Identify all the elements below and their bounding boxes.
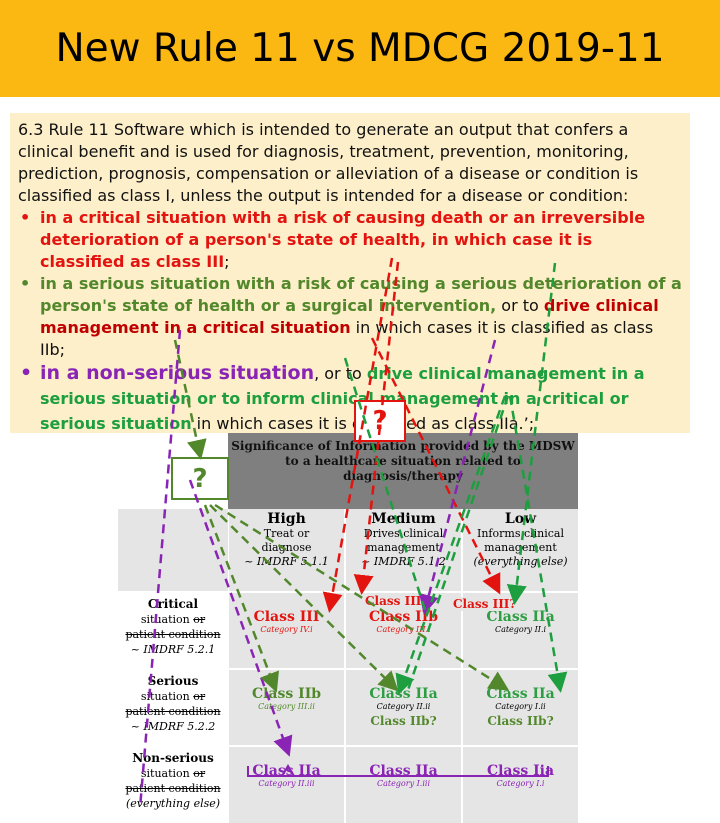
category-label: Category I.iii — [376, 779, 431, 788]
row-line-strike: or — [193, 690, 206, 703]
cell-non-serious-high: Class IIa Category II.iii — [229, 747, 344, 823]
class-label: Class IIa — [486, 609, 555, 625]
col-sub: diagnose — [261, 541, 312, 554]
category-label: Category I.i — [496, 779, 545, 788]
bullet-critical: • in a critical situation with a risk of … — [18, 207, 682, 273]
bullet-dot: • — [20, 274, 31, 293]
bullet-serious: •in a serious situation with a risk of c… — [18, 273, 682, 361]
cell-critical-high: Class III Category IV.i — [229, 593, 344, 668]
category-label: Category II.iii — [258, 779, 315, 788]
class-label: Class IIa — [369, 686, 438, 702]
class-label: Class IIa — [252, 763, 321, 779]
row-line-strike: or — [193, 613, 206, 626]
row-line-strike: patient condition — [125, 782, 221, 795]
class-iii-question-low: Class III? — [453, 597, 517, 611]
row-title: Serious — [147, 674, 199, 688]
title-bar: New Rule 11 vs MDCG 2019-11 — [0, 0, 720, 97]
row-ref: (everything else) — [125, 797, 221, 810]
category-label: Category IV.i — [260, 625, 313, 634]
bullet-non-serious: •in a non-serious situation, or to drive… — [18, 361, 682, 436]
bullet-serious-drive: drive clinical management in a critical … — [40, 296, 659, 337]
corner-cell — [118, 509, 228, 591]
page-title: New Rule 11 vs MDCG 2019-11 — [55, 26, 665, 71]
cell-non-serious-low: Class Iia Category I.i — [463, 747, 578, 823]
category-label: Category II.ii — [376, 702, 431, 711]
bullet-critical-text: in a critical situation with a risk of c… — [40, 208, 646, 271]
rule-text-box: 6.3 Rule 11 Software which is intended t… — [10, 113, 690, 433]
bullet-dot: • — [20, 208, 31, 227]
col-title: Low — [504, 511, 537, 527]
bullet-critical-rest: ; — [224, 252, 230, 271]
red-question-box: ? — [354, 400, 406, 442]
bullet-non-serious-mid: , or to — [314, 364, 367, 383]
col-ref: ~ IMDRF 5.1.1 — [244, 555, 329, 568]
table-header-text: Significance of Information provided by … — [231, 439, 575, 483]
cell-serious-medium: Class IIa Category II.ii Class IIb? — [346, 670, 461, 745]
cell-serious-high: Class IIb Category III.ii — [229, 670, 344, 745]
category-label: Category II.i — [494, 625, 547, 634]
class-question-label: Class IIb? — [370, 714, 437, 728]
green-question-mark: ? — [192, 463, 208, 494]
green-question-box: ? — [171, 457, 229, 500]
col-ref: ~ IMDRF 5.1.2 — [361, 555, 446, 568]
class-label: Class Iia — [486, 763, 555, 779]
row-head-non-serious: Non-serious situation or patient conditi… — [118, 747, 228, 823]
col-sub: management — [367, 541, 440, 554]
row-ref: ~ IMDRF 5.2.1 — [130, 643, 216, 656]
bullet-non-serious-text: in a non-serious situation — [40, 362, 315, 384]
row-title: Non-serious — [132, 751, 214, 765]
category-label: Category III.i — [376, 625, 431, 634]
col-title: High — [267, 511, 306, 527]
cell-serious-low: Class IIa Category I.ii Class IIb? — [463, 670, 578, 745]
row-ref: ~ IMDRF 5.2.2 — [130, 720, 216, 733]
col-head-low: Low Informs clinical management (everyth… — [463, 509, 578, 591]
class-label: Class IIa — [486, 686, 555, 702]
col-sub: Informs clinical — [477, 527, 564, 540]
row-line-strike: or — [193, 767, 206, 780]
class-iii-question-medium: Class III? — [365, 594, 429, 608]
bullet-serious-rest: in which cases it is classified as class… — [40, 318, 654, 359]
table-header: Significance of Information provided by … — [228, 433, 578, 509]
cell-non-serious-medium: Class IIa Category I.iii — [346, 747, 461, 823]
col-sub: Treat or — [263, 527, 310, 540]
row-head-critical: Critical situation or patient condition … — [118, 593, 228, 668]
class-label: Class IIb — [368, 609, 439, 625]
class-label: Class IIb — [251, 686, 322, 702]
red-question-mark: ? — [372, 406, 388, 436]
rule-intro: 6.3 Rule 11 Software which is intended t… — [18, 120, 639, 205]
bullet-dot: • — [20, 362, 33, 384]
row-line: situation — [140, 690, 190, 703]
class-label: Class III — [253, 609, 320, 625]
rule-bullets: • in a critical situation with a risk of … — [18, 207, 682, 436]
row-line: situation — [140, 767, 190, 780]
class-question-label: Class IIb? — [487, 714, 554, 728]
col-ref: (everything else) — [473, 555, 568, 568]
row-line-strike: patient condition — [125, 628, 221, 641]
category-label: Category III.ii — [258, 702, 315, 711]
category-label: Category I.ii — [495, 702, 546, 711]
row-title: Critical — [147, 597, 199, 611]
row-line: situation — [140, 613, 190, 626]
class-label: Class IIa — [369, 763, 438, 779]
bullet-serious-mid: or to — [496, 296, 544, 315]
row-head-serious: Serious situation or patient condition ~… — [118, 670, 228, 745]
col-title: Medium — [371, 511, 436, 527]
col-head-medium: Medium Drives clinical management ~ IMDR… — [346, 509, 461, 591]
col-sub: Drives clinical — [363, 527, 444, 540]
row-line-strike: patient condition — [125, 705, 221, 718]
col-sub: management — [484, 541, 557, 554]
col-head-high: High Treat or diagnose ~ IMDRF 5.1.1 — [229, 509, 344, 591]
